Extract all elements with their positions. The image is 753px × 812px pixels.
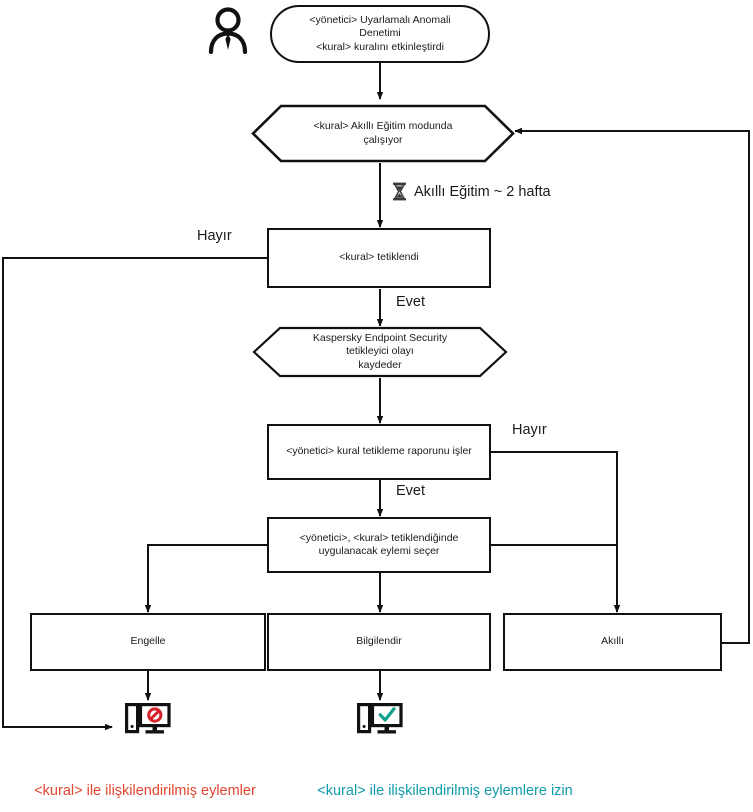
edge-label-no-from-trigger: Hayır bbox=[197, 228, 232, 244]
computer-allowed-icon bbox=[357, 703, 403, 743]
edge-label-yes-from-trigger: Evet bbox=[396, 294, 426, 310]
hexagon-outline bbox=[252, 326, 508, 378]
smart-training-duration-text: Akıllı Eğitim ~ 2 hafta bbox=[414, 183, 551, 200]
hourglass-icon bbox=[392, 182, 407, 201]
computer-blocked-icon bbox=[125, 703, 171, 743]
node-action-block-label: Engelle bbox=[130, 635, 166, 648]
node-smart-training-mode-label: <kural> Akıllı Eğitim modunda çalışıyor bbox=[313, 120, 453, 146]
node-kes-logs-event[interactable]: Kaspersky Endpoint Security tetikleyici … bbox=[252, 326, 508, 378]
node-admin-selects-action-line1: <yönetici>, <kural> tetiklendiğinde bbox=[299, 531, 459, 544]
node-admin-selects-action-line2: uygulanacak eylemi seçer bbox=[318, 545, 440, 557]
node-action-notify-label: Bilgilendir bbox=[356, 635, 402, 648]
node-kes-logs-event-label: Kaspersky Endpoint Security tetikleyici … bbox=[252, 332, 508, 371]
node-rule-triggered-label: <kural> tetiklendi bbox=[339, 251, 419, 264]
node-kes-logs-event-line2: kaydeder bbox=[358, 358, 402, 371]
edge-label-yes-from-report: Evet bbox=[396, 483, 426, 499]
smart-training-duration-label: Akıllı Eğitim ~ 2 hafta bbox=[392, 182, 551, 201]
node-admin-processes-report[interactable]: <yönetici> kural tetikleme raporunu işle… bbox=[267, 424, 491, 480]
node-admin-processes-report-label: <yönetici> kural tetikleme raporunu işle… bbox=[286, 445, 472, 458]
node-action-smart[interactable]: Akıllı bbox=[503, 613, 722, 671]
administrator-person-icon bbox=[206, 6, 250, 55]
node-action-notify[interactable]: Bilgilendir bbox=[267, 613, 491, 671]
node-action-block[interactable]: Engelle bbox=[30, 613, 266, 671]
node-admin-enables-rule-line2: <kural> kuralını etkinleştirdi bbox=[316, 40, 444, 53]
node-smart-training-mode[interactable]: <kural> Akıllı Eğitim modunda çalışıyor bbox=[251, 104, 515, 163]
node-rule-triggered[interactable]: <kural> tetiklendi bbox=[267, 228, 491, 288]
edge-label-no-from-report: Hayır bbox=[512, 422, 547, 438]
node-kes-logs-event-line1: Kaspersky Endpoint Security tetikleyici … bbox=[312, 332, 448, 358]
node-admin-enables-rule-line1: <yönetici> Uyarlamalı Anomali Denetimi bbox=[309, 14, 451, 40]
node-admin-selects-action[interactable]: <yönetici>, <kural> tetiklendiğinde uygu… bbox=[267, 517, 491, 573]
caption-allowed-actions-line1: <kural> ile ilişkilendirilmiş eylemlere … bbox=[317, 782, 573, 799]
caption-allowed-actions: <kural> ile ilişkilendirilmiş eylemlere … bbox=[285, 762, 605, 812]
hexagon-outline bbox=[251, 104, 515, 163]
node-admin-enables-rule[interactable]: <yönetici> Uyarlamalı Anomali Denetimi <… bbox=[270, 5, 490, 63]
caption-blocked-actions: <kural> ile ilişkilendirilmiş eylemler e… bbox=[0, 762, 290, 812]
node-action-smart-label: Akıllı bbox=[601, 635, 624, 648]
caption-blocked-actions-line1: <kural> ile ilişkilendirilmiş eylemler bbox=[34, 782, 256, 799]
